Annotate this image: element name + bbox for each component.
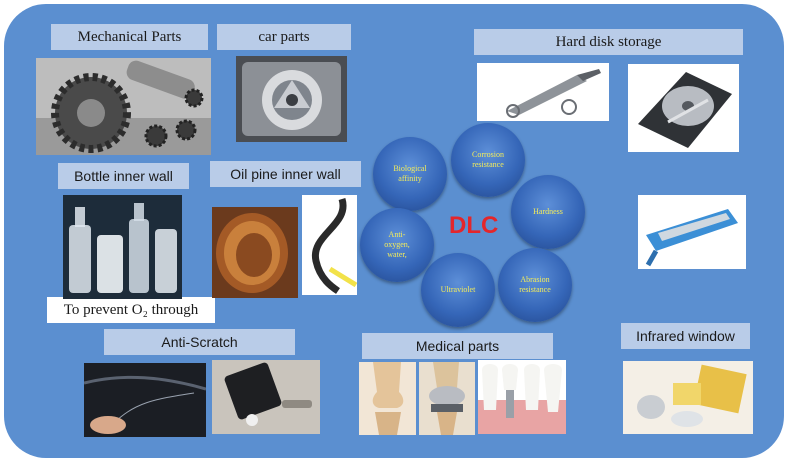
property-bubble: Ultraviolet (421, 253, 495, 327)
car-engine-image (236, 56, 347, 142)
mechanical-gears-image (36, 58, 211, 155)
label-medical-parts: Medical parts (362, 333, 553, 359)
dental-implant-image (478, 360, 566, 434)
label-car-parts: car parts (217, 24, 351, 50)
label-infrared-window: Infrared window (621, 323, 750, 349)
label-anti-scratch: Anti-Scratch (104, 329, 295, 355)
rusty-pipe-image (212, 207, 298, 298)
property-bubble: Abrasion resistance (498, 248, 572, 322)
dlc-center-label: DLC (449, 212, 499, 239)
label-oil-pine-inner-wall: Oil pine inner wall (210, 161, 361, 187)
hard-disk-arm-image (477, 63, 609, 121)
property-bubble: Corrosion resistance (451, 123, 525, 197)
label-hard-disk-storage: Hard disk storage (474, 29, 743, 55)
property-bubble: Anti- oxygen, water, (360, 208, 434, 282)
label-bottle-inner-wall: Bottle inner wall (58, 163, 189, 189)
label-prevent-o2: To prevent O₂ through (47, 297, 215, 323)
car-scratch-image (84, 363, 206, 437)
knee-implant-image (359, 362, 416, 435)
glass-bottles-image (63, 195, 182, 299)
label-mechanical-parts: Mechanical Parts (51, 24, 208, 50)
infrared-window-image (623, 361, 753, 434)
phone-keys-image (212, 360, 320, 434)
hard-disk-drive-image (628, 64, 739, 152)
razor-image (638, 195, 746, 269)
property-bubble: Biological affinity (373, 137, 447, 211)
property-bubble: Hardness (511, 175, 585, 249)
oil-hose-image (302, 195, 357, 295)
metal-knee-implant-image (419, 362, 475, 435)
